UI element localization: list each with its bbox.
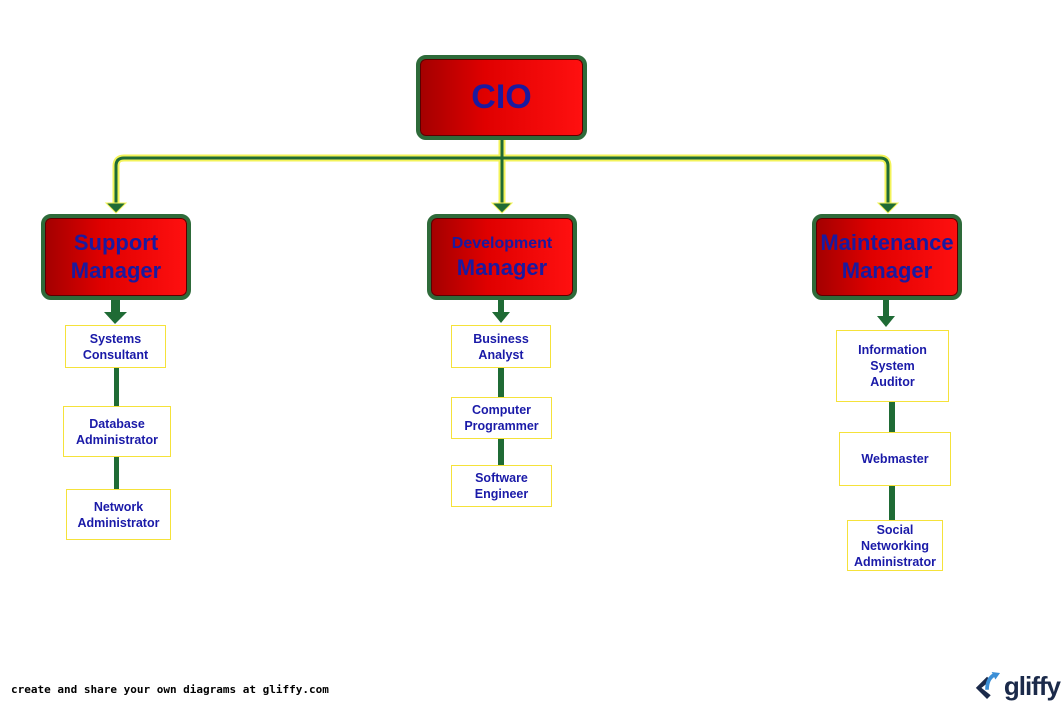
stem-development [498,299,504,312]
role-computer-programmer: Computer Programmer [451,397,552,439]
connector-cio-bus [114,140,890,205]
stem-support [111,299,120,313]
link-development-1-2 [498,367,504,397]
arrow-to-development [490,202,514,214]
development-manager-box: Development Manager [427,214,577,300]
link-support-2-3 [114,456,119,489]
arrow-to-support [104,202,128,214]
cio-label: CIO [471,78,532,116]
arrow-development-role [492,312,510,323]
link-development-2-3 [498,438,504,465]
role-business-analyst: Business Analyst [451,325,551,368]
support-manager-line2: Manager [70,258,162,283]
development-manager-line2: Manager [456,255,548,280]
arrow-support-role [104,312,127,324]
stem-maintenance [883,299,889,317]
gliffy-logo-text: gliffy [1003,670,1061,701]
role-software-engineer: Software Engineer [451,465,552,507]
role-information-system-auditor: Information System Auditor [836,330,949,402]
support-manager-line1: Support [73,230,159,255]
role-systems-consultant: Systems Consultant [65,325,166,368]
link-support-1-2 [114,367,119,406]
cio-box: CIO [416,55,587,140]
development-manager-line1: Development [451,235,553,252]
support-manager-box: Support Manager [41,214,191,300]
maintenance-manager-line2: Manager [841,258,933,283]
maintenance-manager-line1: Maintenance [820,230,954,255]
role-database-administrator: Database Administrator [63,406,171,457]
arrow-to-maintenance [876,202,900,214]
role-network-administrator: Network Administrator [66,489,171,540]
gliffy-logo[interactable]: gliffy [974,668,1061,704]
gliffy-logo-icon [975,672,1001,700]
footer-gliffy-link[interactable]: create and share your own diagrams at gl… [11,683,329,696]
role-social-networking-administrator: Social Networking Administrator [847,520,943,571]
role-webmaster: Webmaster [839,432,951,486]
maintenance-manager-box: Maintenance Manager [812,214,962,300]
link-maintenance-1-2 [889,401,895,432]
link-maintenance-2-3 [889,485,895,520]
arrow-maintenance-role [877,316,895,327]
